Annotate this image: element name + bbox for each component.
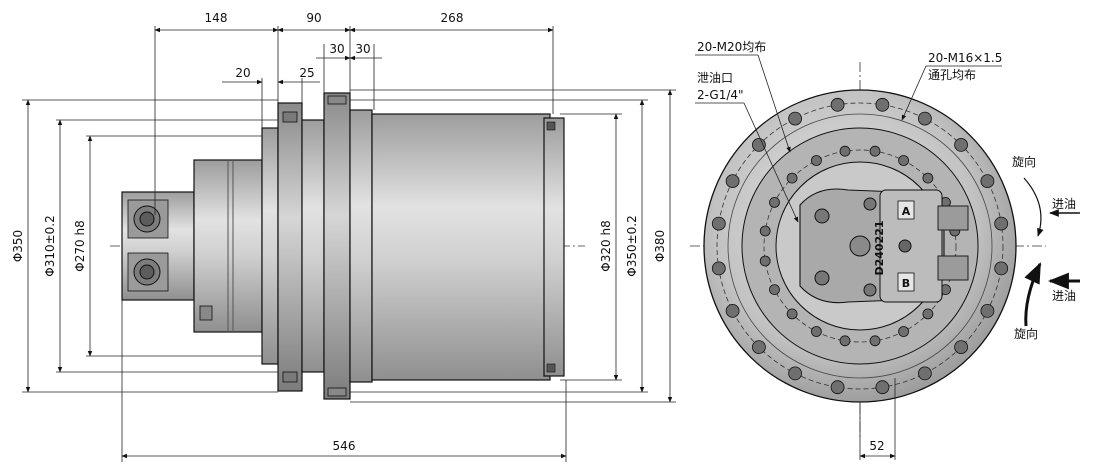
outer-bolt-holes (711, 97, 1009, 395)
outer-bolt-hole (752, 137, 766, 152)
inner-bolt-hole (869, 145, 881, 157)
dim-52: 52 (869, 439, 884, 453)
flow-indicators: 旋向 进油 进油 旋向 (1012, 154, 1080, 341)
front-view: A B D240221 20-M20均布 泄油口 2-G1/4" 20-M16×… (690, 40, 1080, 460)
outer-bolt-hole (830, 380, 845, 395)
flange-1 (261, 127, 279, 365)
dim-phi270: Φ270 h8 (73, 220, 87, 271)
right-dimensions: Φ320 h8 Φ350±0.2 Φ380 (350, 89, 676, 403)
note-20-m20: 20-M20均布 (697, 40, 766, 54)
note-through-holes: 通孔均布 (928, 68, 976, 82)
left-dimensions: Φ350 Φ310±0.2 Φ270 h8 (11, 99, 278, 393)
inner-bolt-hole (839, 145, 851, 157)
dim-268: 268 (441, 11, 464, 25)
output-flange (323, 92, 351, 400)
dim-phi350-right: Φ350±0.2 (625, 215, 639, 277)
outer-bolt-hole (788, 111, 802, 126)
outer-bolt-hole (980, 174, 995, 189)
port-a-label: A (902, 205, 911, 218)
inner-bolt-circle (763, 149, 957, 343)
inner-bolt-hole (769, 196, 780, 208)
outer-bolt-circle (716, 102, 1004, 390)
outer-bolt-hole (980, 303, 995, 318)
top-dimensions: 148 90 268 30 30 20 25 (154, 11, 554, 215)
front-bottom-dimension: 52 (859, 378, 896, 460)
outer-bolt-hole (830, 97, 845, 112)
inner-bolt-hole (839, 335, 851, 347)
port-a-fitting (937, 205, 969, 231)
outer-bolt-hole (954, 137, 968, 152)
rotation-label-bottom: 旋向 (1014, 326, 1038, 341)
inner-bolt-hole (786, 308, 798, 320)
inner-bolt-hole (922, 308, 934, 320)
inner-bolt-hole (922, 172, 934, 184)
outer-bolt-hole (918, 366, 932, 381)
rotation-arrow-top (1023, 177, 1044, 237)
inner-bolt-hole (759, 225, 771, 237)
inner-bolt-hole (769, 284, 780, 296)
inlet-label-top: 进油 (1052, 197, 1076, 211)
dim-90: 90 (306, 11, 321, 25)
inner-bolt-hole (759, 255, 771, 267)
outer-bolt-hole (918, 111, 932, 126)
port-b-fitting (937, 255, 969, 281)
outer-bolt-hole (711, 261, 726, 276)
dim-20: 20 (235, 66, 250, 80)
valve-block (121, 191, 195, 301)
outer-bolt-hole (875, 97, 890, 112)
dim-30b: 30 (355, 42, 370, 56)
outer-bolt-hole (875, 380, 890, 395)
outer-bolt-hole (752, 340, 766, 355)
note-drain-1: 泄油口 (697, 71, 733, 85)
outer-bolt-hole (954, 340, 968, 355)
inner-bolt-hole (898, 155, 909, 166)
inner-bolt-hole (811, 326, 822, 337)
dim-phi310: Φ310±0.2 (43, 215, 57, 277)
mounting-flange (277, 102, 303, 392)
dim-phi380: Φ380 (653, 230, 667, 262)
side-view: 148 90 268 30 30 20 25 (11, 11, 676, 462)
dim-148: 148 (205, 11, 228, 25)
inner-bolt-hole (869, 335, 881, 347)
inner-bolt-holes (759, 145, 961, 347)
serial-stamp: D240221 (873, 220, 886, 275)
inlet-label-bottom: 进油 (1052, 289, 1076, 303)
outer-bolt-hole (994, 261, 1009, 276)
rotation-arrow-bottom (1024, 262, 1042, 327)
inner-bolt-hole (811, 155, 822, 166)
dim-25: 25 (299, 66, 314, 80)
outer-bolt-hole (788, 366, 802, 381)
note-20-m16: 20-M16×1.5 (928, 51, 1002, 65)
dim-30a: 30 (329, 42, 344, 56)
dim-546: 546 (333, 439, 356, 453)
gearbox-drum (371, 113, 551, 381)
front-annotations: 20-M20均布 泄油口 2-G1/4" 20-M16×1.5 通孔均布 (695, 40, 1002, 223)
outer-bolt-hole (994, 216, 1009, 231)
dim-phi350-left: Φ350 (11, 230, 25, 262)
note-drain-2: 2-G1/4" (697, 88, 744, 102)
inner-bolt-hole (898, 326, 909, 337)
outer-bolt-hole (725, 174, 740, 189)
inner-bolt-hole (786, 172, 798, 184)
dim-phi320: Φ320 h8 (599, 220, 613, 271)
rotation-label-top: 旋向 (1012, 154, 1036, 169)
outer-bolt-hole (725, 303, 740, 318)
port-b-label: B (902, 277, 910, 290)
bottom-dimension: 546 (121, 300, 567, 462)
outer-bolt-hole (711, 216, 726, 231)
